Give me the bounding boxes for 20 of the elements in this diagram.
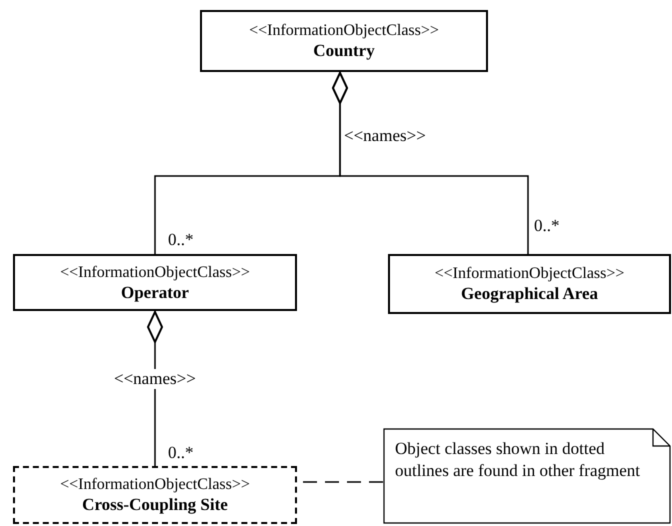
class-name: Operator (120, 282, 190, 302)
aggregation-line (332, 72, 529, 254)
stereotype-text: <<InformationObjectClass>> (59, 262, 251, 282)
multiplicity-label: 0..* (168, 443, 194, 463)
multiplicity-label: 0..* (168, 230, 194, 250)
edge-label: <<names>> (113, 369, 197, 389)
aggregation-line (147, 311, 163, 466)
stereotype-text: <<InformationObjectClass>> (434, 264, 626, 283)
class-box (13, 466, 297, 524)
note-text: Object classes shown in dotted outlines are found in other fragment (395, 438, 641, 482)
class-name: Geographical Area (460, 283, 600, 304)
class-box (13, 254, 297, 311)
class-box (388, 254, 671, 314)
multiplicity-label: 0..* (534, 216, 560, 236)
class-name: Country (312, 40, 376, 61)
class-name: Cross-Coupling Site (81, 494, 229, 515)
stereotype-text: <<InformationObjectClass>> (59, 475, 251, 494)
note-box (383, 428, 671, 524)
stereotype-text: <<InformationObjectClass>> (248, 21, 440, 40)
class-box (200, 10, 488, 72)
